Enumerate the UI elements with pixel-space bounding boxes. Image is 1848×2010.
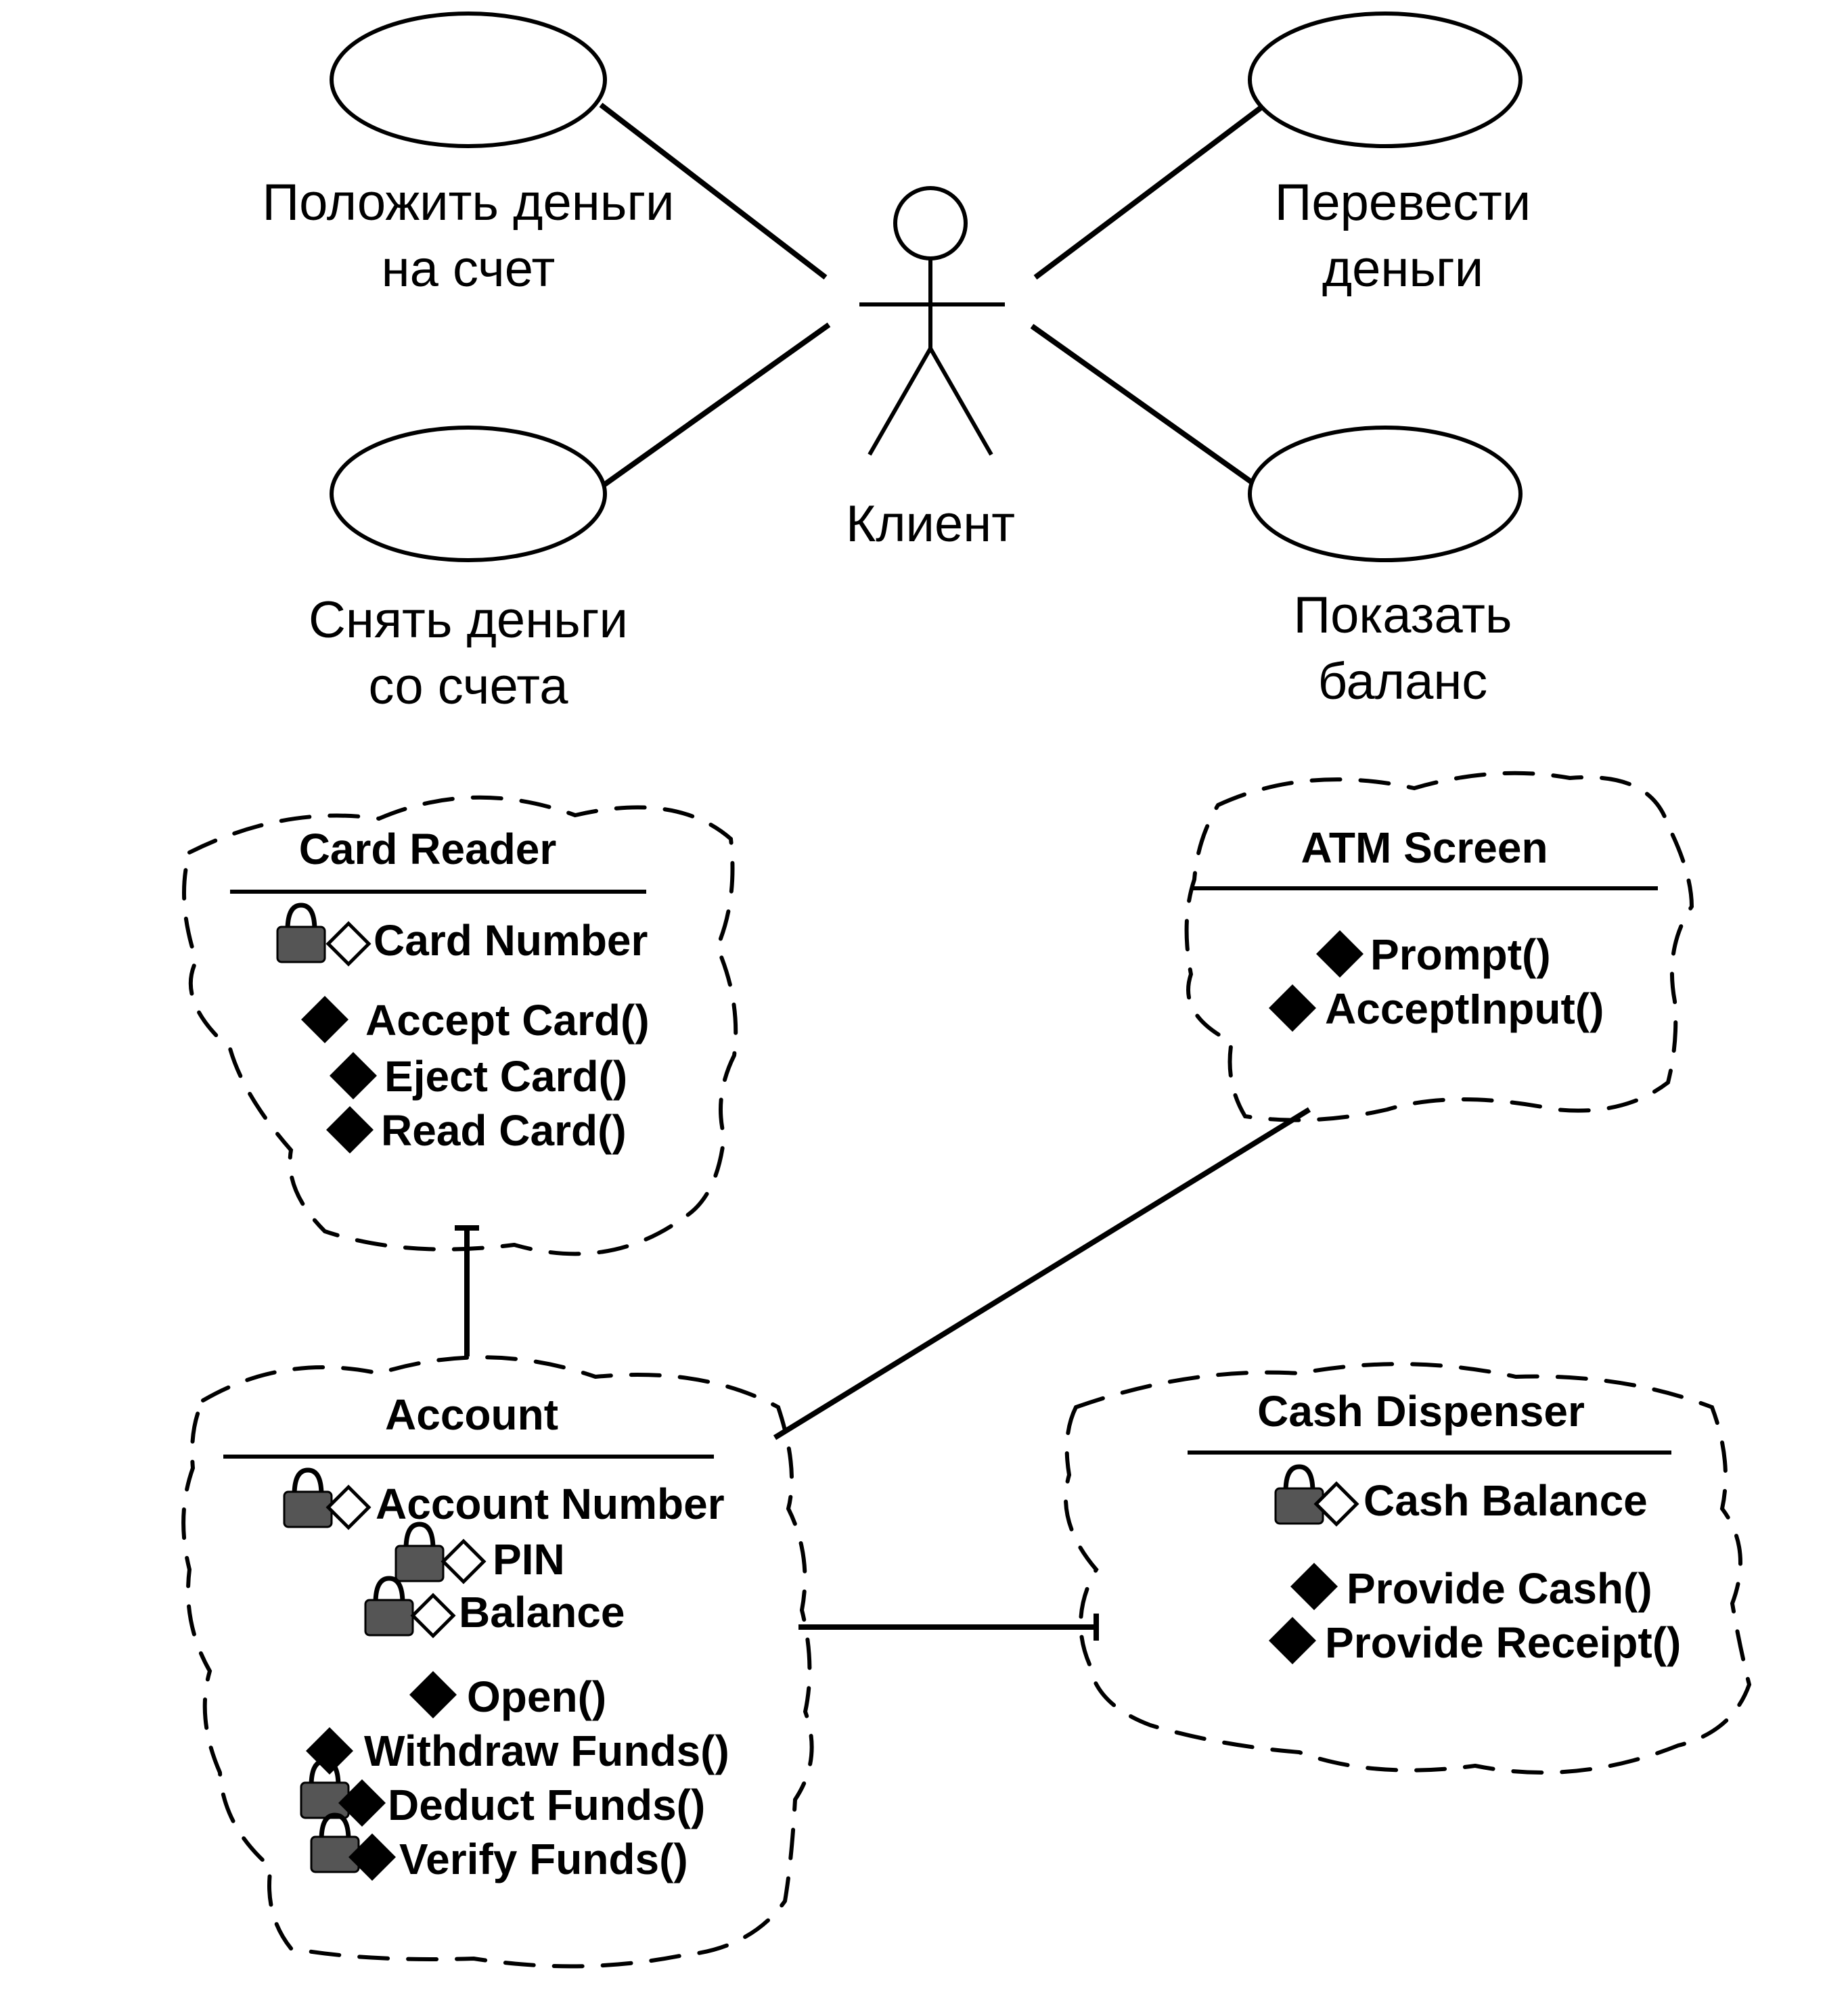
class-cash-dispenser: Cash Dispenser Cash Balance Provide Cash… <box>1188 1387 1681 1667</box>
class-card-reader: Card Reader Card Number Accept Card() Ej… <box>230 825 650 1155</box>
use-case-deposit-label-line1: Положить деньги <box>262 174 674 231</box>
class-associations <box>455 1107 1311 1641</box>
use-case-balance-label-line2: баланс <box>1318 653 1488 710</box>
atm-screen-operation-accept-input: AcceptInput() <box>1325 984 1604 1033</box>
atm-screen-title: ATM Screen <box>1301 823 1548 872</box>
cash-dispenser-operation-provide-cash: Provide Cash() <box>1347 1564 1652 1613</box>
card-reader-attribute-card-number: Card Number <box>374 916 648 965</box>
cash-dispenser-title: Cash Dispenser <box>1257 1387 1585 1436</box>
account-title: Account <box>385 1390 558 1439</box>
attribute-diamond-icon <box>441 1538 487 1584</box>
operation-diamond-icon <box>348 1833 396 1881</box>
lock-icon <box>310 1812 360 1873</box>
attribute-diamond-icon <box>325 1484 371 1530</box>
card-reader-operation-eject-card: Eject Card() <box>384 1052 627 1101</box>
operation-diamond-icon <box>330 1052 377 1099</box>
use-case-withdraw-label-line2: со счета <box>369 658 569 715</box>
operation-diamond-icon <box>1290 1563 1338 1610</box>
account-operation-open: Open() <box>467 1672 606 1721</box>
association-deposit <box>599 102 828 280</box>
lock-icon <box>364 1576 414 1637</box>
account-operation-verify-funds: Verify Funds() <box>399 1835 688 1883</box>
card-reader-operation-accept-card: Accept Card() <box>365 996 650 1045</box>
class-clouds <box>181 771 1752 1969</box>
account-cloud <box>181 1355 814 1969</box>
actor-name: Клиент <box>846 495 1015 553</box>
use-case-deposit <box>330 12 607 148</box>
cash-dispenser-attribute-cash-balance: Cash Balance <box>1364 1476 1648 1525</box>
use-case-balance <box>1248 426 1523 562</box>
use-case-transfer-label-line2: деньги <box>1322 240 1483 298</box>
lock-icon <box>395 1522 445 1582</box>
class-atm-screen: ATM Screen Prompt() AcceptInput() <box>1191 823 1658 1033</box>
card-reader-operation-read-card: Read Card() <box>381 1106 627 1155</box>
attribute-diamond-icon <box>410 1593 456 1639</box>
operation-diamond-icon <box>326 1106 374 1154</box>
use-case-transfer <box>1248 12 1523 148</box>
attribute-diamond-icon <box>325 921 371 967</box>
cash-dispenser-operation-provide-receipt: Provide Receipt() <box>1325 1618 1681 1667</box>
operation-diamond-icon <box>1316 930 1364 978</box>
account-attribute-pin: PIN <box>493 1535 565 1584</box>
operation-diamond-icon <box>301 996 348 1043</box>
class-account: Account Account Number PIN Balance Open(… <box>223 1390 729 1883</box>
operation-diamond-icon <box>409 1671 457 1718</box>
association-transfer <box>1033 104 1264 280</box>
association-atmscreen-account <box>773 1107 1311 1440</box>
association-withdraw <box>599 322 831 490</box>
card-reader-cloud <box>182 795 738 1256</box>
account-attribute-balance: Balance <box>459 1588 625 1637</box>
cash-dispenser-cloud <box>1064 1362 1752 1775</box>
use-case-balance-label-line1: Показать <box>1293 587 1512 644</box>
use-case-transfer-label-line1: Перевести <box>1275 174 1531 231</box>
account-attribute-account-number: Account Number <box>376 1480 725 1528</box>
account-operation-withdraw-funds: Withdraw Funds() <box>364 1727 729 1775</box>
lock-icon <box>1274 1464 1324 1525</box>
operation-diamond-icon <box>1269 1617 1316 1664</box>
account-operation-deduct-funds: Deduct Funds() <box>388 1781 705 1829</box>
association-balance <box>1030 323 1261 490</box>
operation-diamond-icon <box>338 1779 386 1827</box>
use-case-withdraw <box>330 426 607 562</box>
use-case-diagram: Положить деньги на счет Перевести деньги… <box>262 12 1531 715</box>
card-reader-title: Card Reader <box>299 825 557 873</box>
lock-icon <box>283 1467 333 1528</box>
use-case-deposit-label-line2: на счет <box>382 240 556 298</box>
actor-figure-icon <box>859 186 1005 456</box>
atm-screen-operation-prompt: Prompt() <box>1370 930 1551 979</box>
operation-diamond-icon <box>1269 984 1316 1032</box>
attribute-diamond-icon <box>1313 1481 1359 1527</box>
lock-icon <box>276 903 326 963</box>
use-case-withdraw-label-line1: Снять деньги <box>309 591 628 649</box>
